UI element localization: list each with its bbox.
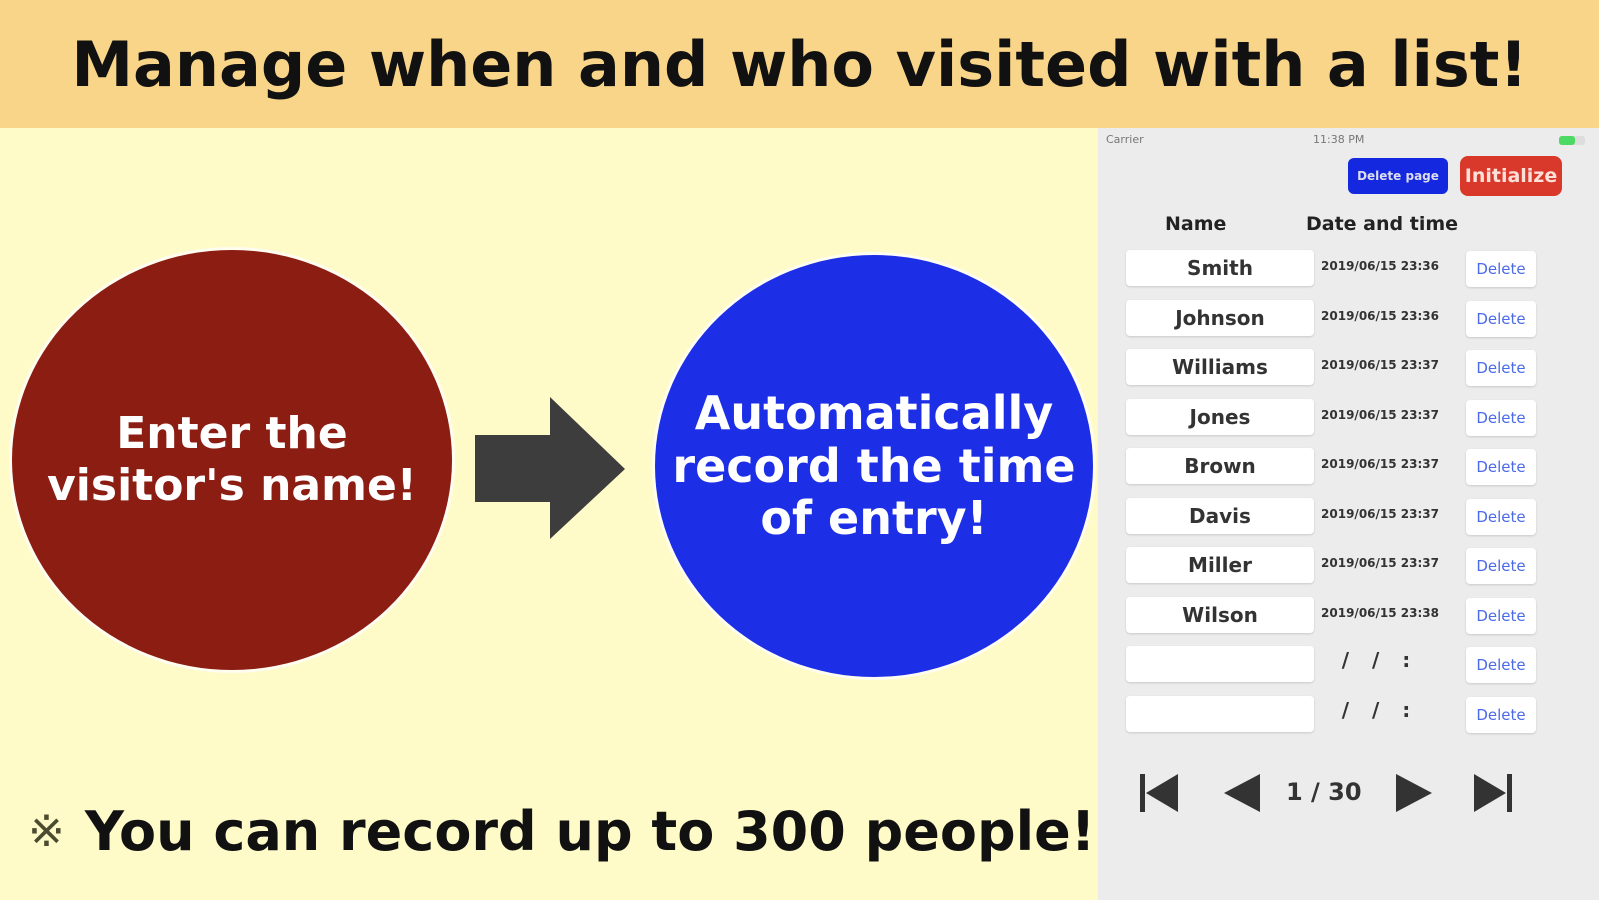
list-row: Jones 2019/06/15 23:37 Delete xyxy=(1098,395,1599,445)
entry-datetime: / / : xyxy=(1341,648,1419,672)
list-row: Williams 2019/06/15 23:37 Delete xyxy=(1098,345,1599,395)
first-page-icon[interactable] xyxy=(1136,770,1182,816)
list-row: Miller 2019/06/15 23:37 Delete xyxy=(1098,543,1599,593)
phone-screen: Carrier 11:38 PM Delete page Initialize … xyxy=(1098,128,1599,900)
row-delete-button[interactable]: Delete xyxy=(1466,399,1536,436)
entry-datetime: / / : xyxy=(1341,697,1419,722)
name-input[interactable]: Miller xyxy=(1126,547,1314,583)
name-input[interactable]: Wilson xyxy=(1126,596,1314,633)
capacity-note: ※ You can record up to 300 people! xyxy=(28,800,1095,863)
next-page-icon[interactable] xyxy=(1392,770,1438,816)
capacity-note-text: You can record up to 300 people! xyxy=(84,800,1096,863)
circle-right-line1: Automatically xyxy=(694,385,1054,440)
entry-datetime: 2019/06/15 23:37 xyxy=(1321,556,1439,570)
delete-page-button[interactable]: Delete page xyxy=(1348,158,1448,194)
header-banner: Manage when and who visited with a list! xyxy=(0,0,1599,128)
circle-left-line1: Enter the xyxy=(116,408,348,460)
last-page-icon[interactable] xyxy=(1470,770,1516,816)
entry-datetime: 2019/06/15 23:37 xyxy=(1321,358,1439,372)
list-row: Brown 2019/06/15 23:37 Delete xyxy=(1098,444,1599,494)
list-row: / / : Delete xyxy=(1098,692,1599,742)
visitor-list: Smith 2019/06/15 23:36 Delete Johnson 20… xyxy=(1098,246,1599,741)
status-time: 11:38 PM xyxy=(1313,133,1365,146)
list-row: Davis 2019/06/15 23:37 Delete xyxy=(1098,494,1599,544)
name-input[interactable]: Johnson xyxy=(1126,299,1314,336)
row-delete-button[interactable]: Delete xyxy=(1466,251,1536,287)
right-arrow-icon xyxy=(475,397,625,539)
row-delete-button[interactable]: Delete xyxy=(1466,350,1536,386)
circle-right-line2: record the time xyxy=(672,438,1076,493)
pagination: 1 / 30 xyxy=(1098,768,1599,818)
list-row: Smith 2019/06/15 23:36 Delete xyxy=(1098,246,1599,296)
row-delete-button[interactable]: Delete xyxy=(1466,548,1536,584)
banner-title: Manage when and who visited with a list! xyxy=(71,27,1528,101)
auto-record-circle: Automatically record the time of entry! xyxy=(655,255,1093,677)
enter-name-circle: Enter the visitor's name! xyxy=(12,250,452,670)
column-header-date: Date and time xyxy=(1306,213,1459,235)
carrier-label: Carrier xyxy=(1106,133,1144,146)
status-bar: Carrier 11:38 PM xyxy=(1098,130,1599,150)
list-row: / / : Delete xyxy=(1098,642,1599,692)
row-delete-button[interactable]: Delete xyxy=(1466,597,1536,634)
initialize-button[interactable]: Initialize xyxy=(1460,156,1562,196)
row-delete-button[interactable]: Delete xyxy=(1466,696,1536,733)
entry-datetime: 2019/06/15 23:37 xyxy=(1321,407,1439,422)
row-delete-button[interactable]: Delete xyxy=(1466,647,1536,683)
entry-datetime: 2019/06/15 23:36 xyxy=(1321,308,1439,323)
name-input[interactable]: Smith xyxy=(1126,250,1314,286)
circle-right-line3: of entry! xyxy=(760,491,988,546)
circle-left-line2: visitor's name! xyxy=(47,460,417,511)
name-input[interactable]: Davis xyxy=(1126,497,1314,534)
name-input[interactable] xyxy=(1126,646,1314,682)
name-input[interactable]: Jones xyxy=(1126,398,1314,435)
row-delete-button[interactable]: Delete xyxy=(1466,498,1536,535)
page-indicator: 1 / 30 xyxy=(1286,778,1362,806)
battery-icon xyxy=(1559,136,1585,145)
entry-datetime: 2019/06/15 23:36 xyxy=(1321,259,1439,273)
previous-page-icon[interactable] xyxy=(1218,770,1264,816)
row-delete-button[interactable]: Delete xyxy=(1466,449,1536,485)
reference-mark-icon: ※ xyxy=(28,806,65,857)
name-input[interactable] xyxy=(1126,695,1314,732)
entry-datetime: 2019/06/15 23:38 xyxy=(1321,605,1439,620)
row-delete-button[interactable]: Delete xyxy=(1466,300,1536,337)
list-row: Wilson 2019/06/15 23:38 Delete xyxy=(1098,593,1599,643)
list-row: Johnson 2019/06/15 23:36 Delete xyxy=(1098,296,1599,346)
name-input[interactable]: Brown xyxy=(1126,448,1314,484)
entry-datetime: 2019/06/15 23:37 xyxy=(1321,457,1439,471)
name-input[interactable]: Williams xyxy=(1126,349,1314,385)
entry-datetime: 2019/06/15 23:37 xyxy=(1321,506,1439,521)
column-header-name: Name xyxy=(1165,213,1227,235)
